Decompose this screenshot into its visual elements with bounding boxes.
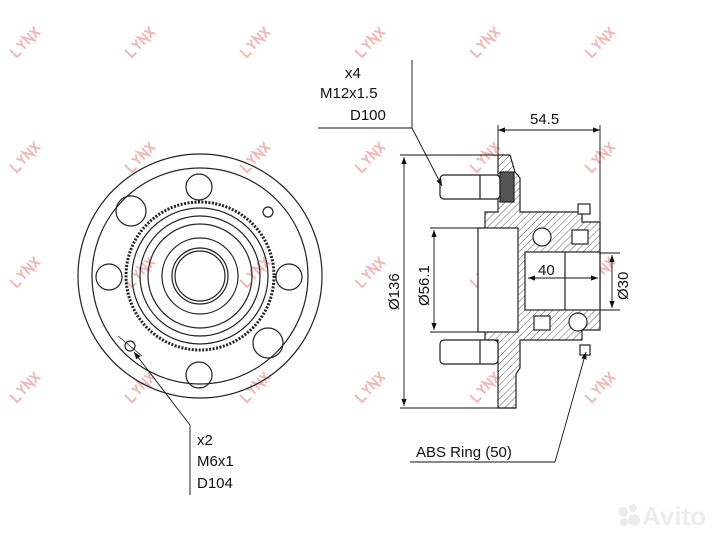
watermark-mark — [469, 26, 501, 59]
section-view — [439, 154, 601, 409]
screw-pcd-label: D104 — [197, 475, 233, 492]
wheel-stud — [439, 339, 499, 365]
bolt-count-label: x4 — [345, 65, 361, 82]
abs-ring-label: ABS Ring (50) — [416, 444, 512, 461]
watermark-mark — [9, 371, 41, 404]
watermark-mark — [354, 371, 386, 404]
watermark-mark — [354, 256, 386, 289]
bolt-hole — [275, 263, 303, 291]
watermark-mark — [124, 141, 156, 174]
watermark-mark — [469, 371, 501, 404]
dimension-lines — [133, 60, 620, 495]
watermark-mark — [9, 256, 41, 289]
watermark-mark — [354, 141, 386, 174]
avito-logo-text: Avito — [642, 501, 706, 531]
watermark-mark — [239, 371, 271, 404]
front-view — [77, 153, 323, 399]
screw-count-label: x2 — [197, 432, 213, 449]
wheel-stud — [439, 174, 501, 200]
pilot-diameter-dimension: Ø56.1 — [416, 265, 433, 306]
bore-diameter-dimension: Ø30 — [615, 272, 632, 300]
watermark-mark — [239, 141, 271, 174]
watermark-mark — [584, 371, 616, 404]
avito-logo: Avito — [618, 501, 706, 531]
watermark-mark — [9, 26, 41, 59]
bolt-thread-label: M12x1.5 — [320, 85, 378, 102]
watermark-mark — [124, 26, 156, 59]
width-dimension: 54.5 — [530, 111, 559, 128]
bolt-hole — [185, 361, 213, 389]
watermark-mark — [124, 256, 156, 289]
watermark-mark — [9, 141, 41, 174]
watermark-mark — [584, 141, 616, 174]
bolt-pcd-label: D100 — [350, 107, 386, 124]
watermark-mark — [239, 26, 271, 59]
watermark-mark — [469, 141, 501, 174]
watermarks — [9, 26, 616, 404]
watermark-mark — [584, 26, 616, 59]
flange-diameter-dimension: Ø136 — [386, 273, 403, 310]
bolt-hole — [185, 173, 213, 201]
screw-thread-label: M6x1 — [197, 453, 234, 470]
watermark-mark — [354, 26, 386, 59]
bearing-width-dimension: 40 — [538, 262, 555, 279]
bolt-hole — [95, 263, 123, 291]
